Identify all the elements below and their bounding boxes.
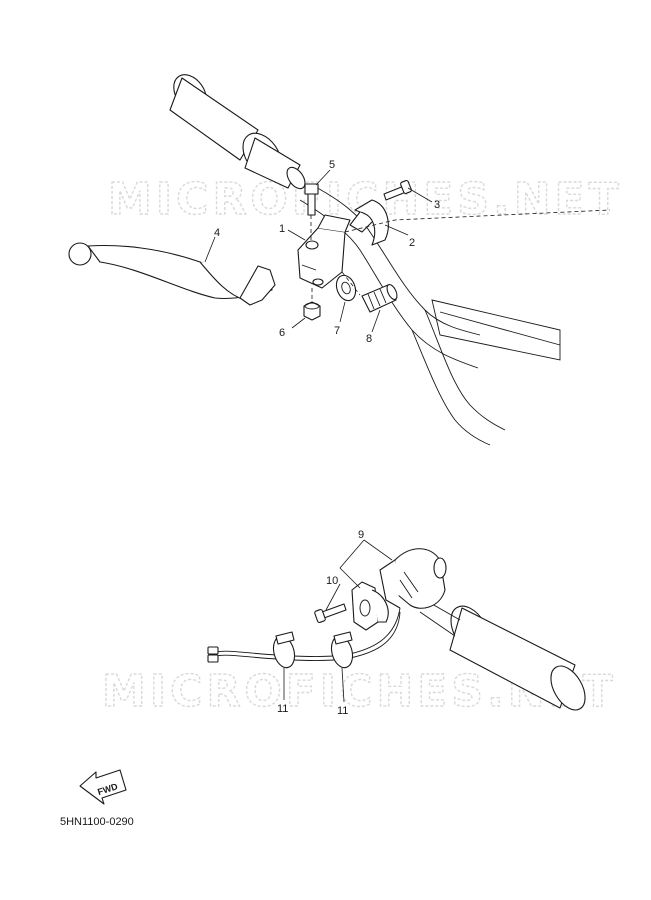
- handlebar-grip: [169, 74, 306, 190]
- diagram-code: 5HN1100-0290: [60, 816, 134, 828]
- cable-tie-part-11-left: [272, 631, 296, 669]
- callout-3: 3: [434, 199, 440, 211]
- callout-9: 9: [358, 529, 364, 541]
- right-grip: [419, 599, 586, 711]
- forward-arrow-icon: FWD: [79, 769, 127, 805]
- callout-11-right: 11: [337, 705, 348, 717]
- callout-2: 2: [409, 237, 415, 249]
- callout-11-left: 11: [277, 703, 288, 715]
- screw-part-10: [314, 603, 347, 623]
- switch-housing: [379, 548, 447, 609]
- callout-5: 5: [329, 159, 335, 171]
- bracket-part-9: [351, 581, 389, 631]
- adjuster-part-8: [361, 284, 398, 313]
- callout-6: 6: [279, 327, 285, 339]
- callout-10: 10: [326, 575, 338, 587]
- callout-1: 1: [279, 223, 285, 235]
- callout-4: 4: [214, 227, 220, 239]
- handlebar: [299, 184, 561, 446]
- callout-8: 8: [366, 333, 372, 345]
- bolt-part-3: [383, 179, 412, 201]
- cable-tie-part-11-right: [330, 631, 354, 669]
- locknut-part-7: [335, 274, 357, 302]
- lever-part-4: [68, 242, 276, 306]
- bolt-part-5: [304, 183, 319, 240]
- callout-7: 7: [334, 325, 340, 337]
- nut-part-6: [303, 288, 321, 321]
- switch-cable: [207, 607, 401, 663]
